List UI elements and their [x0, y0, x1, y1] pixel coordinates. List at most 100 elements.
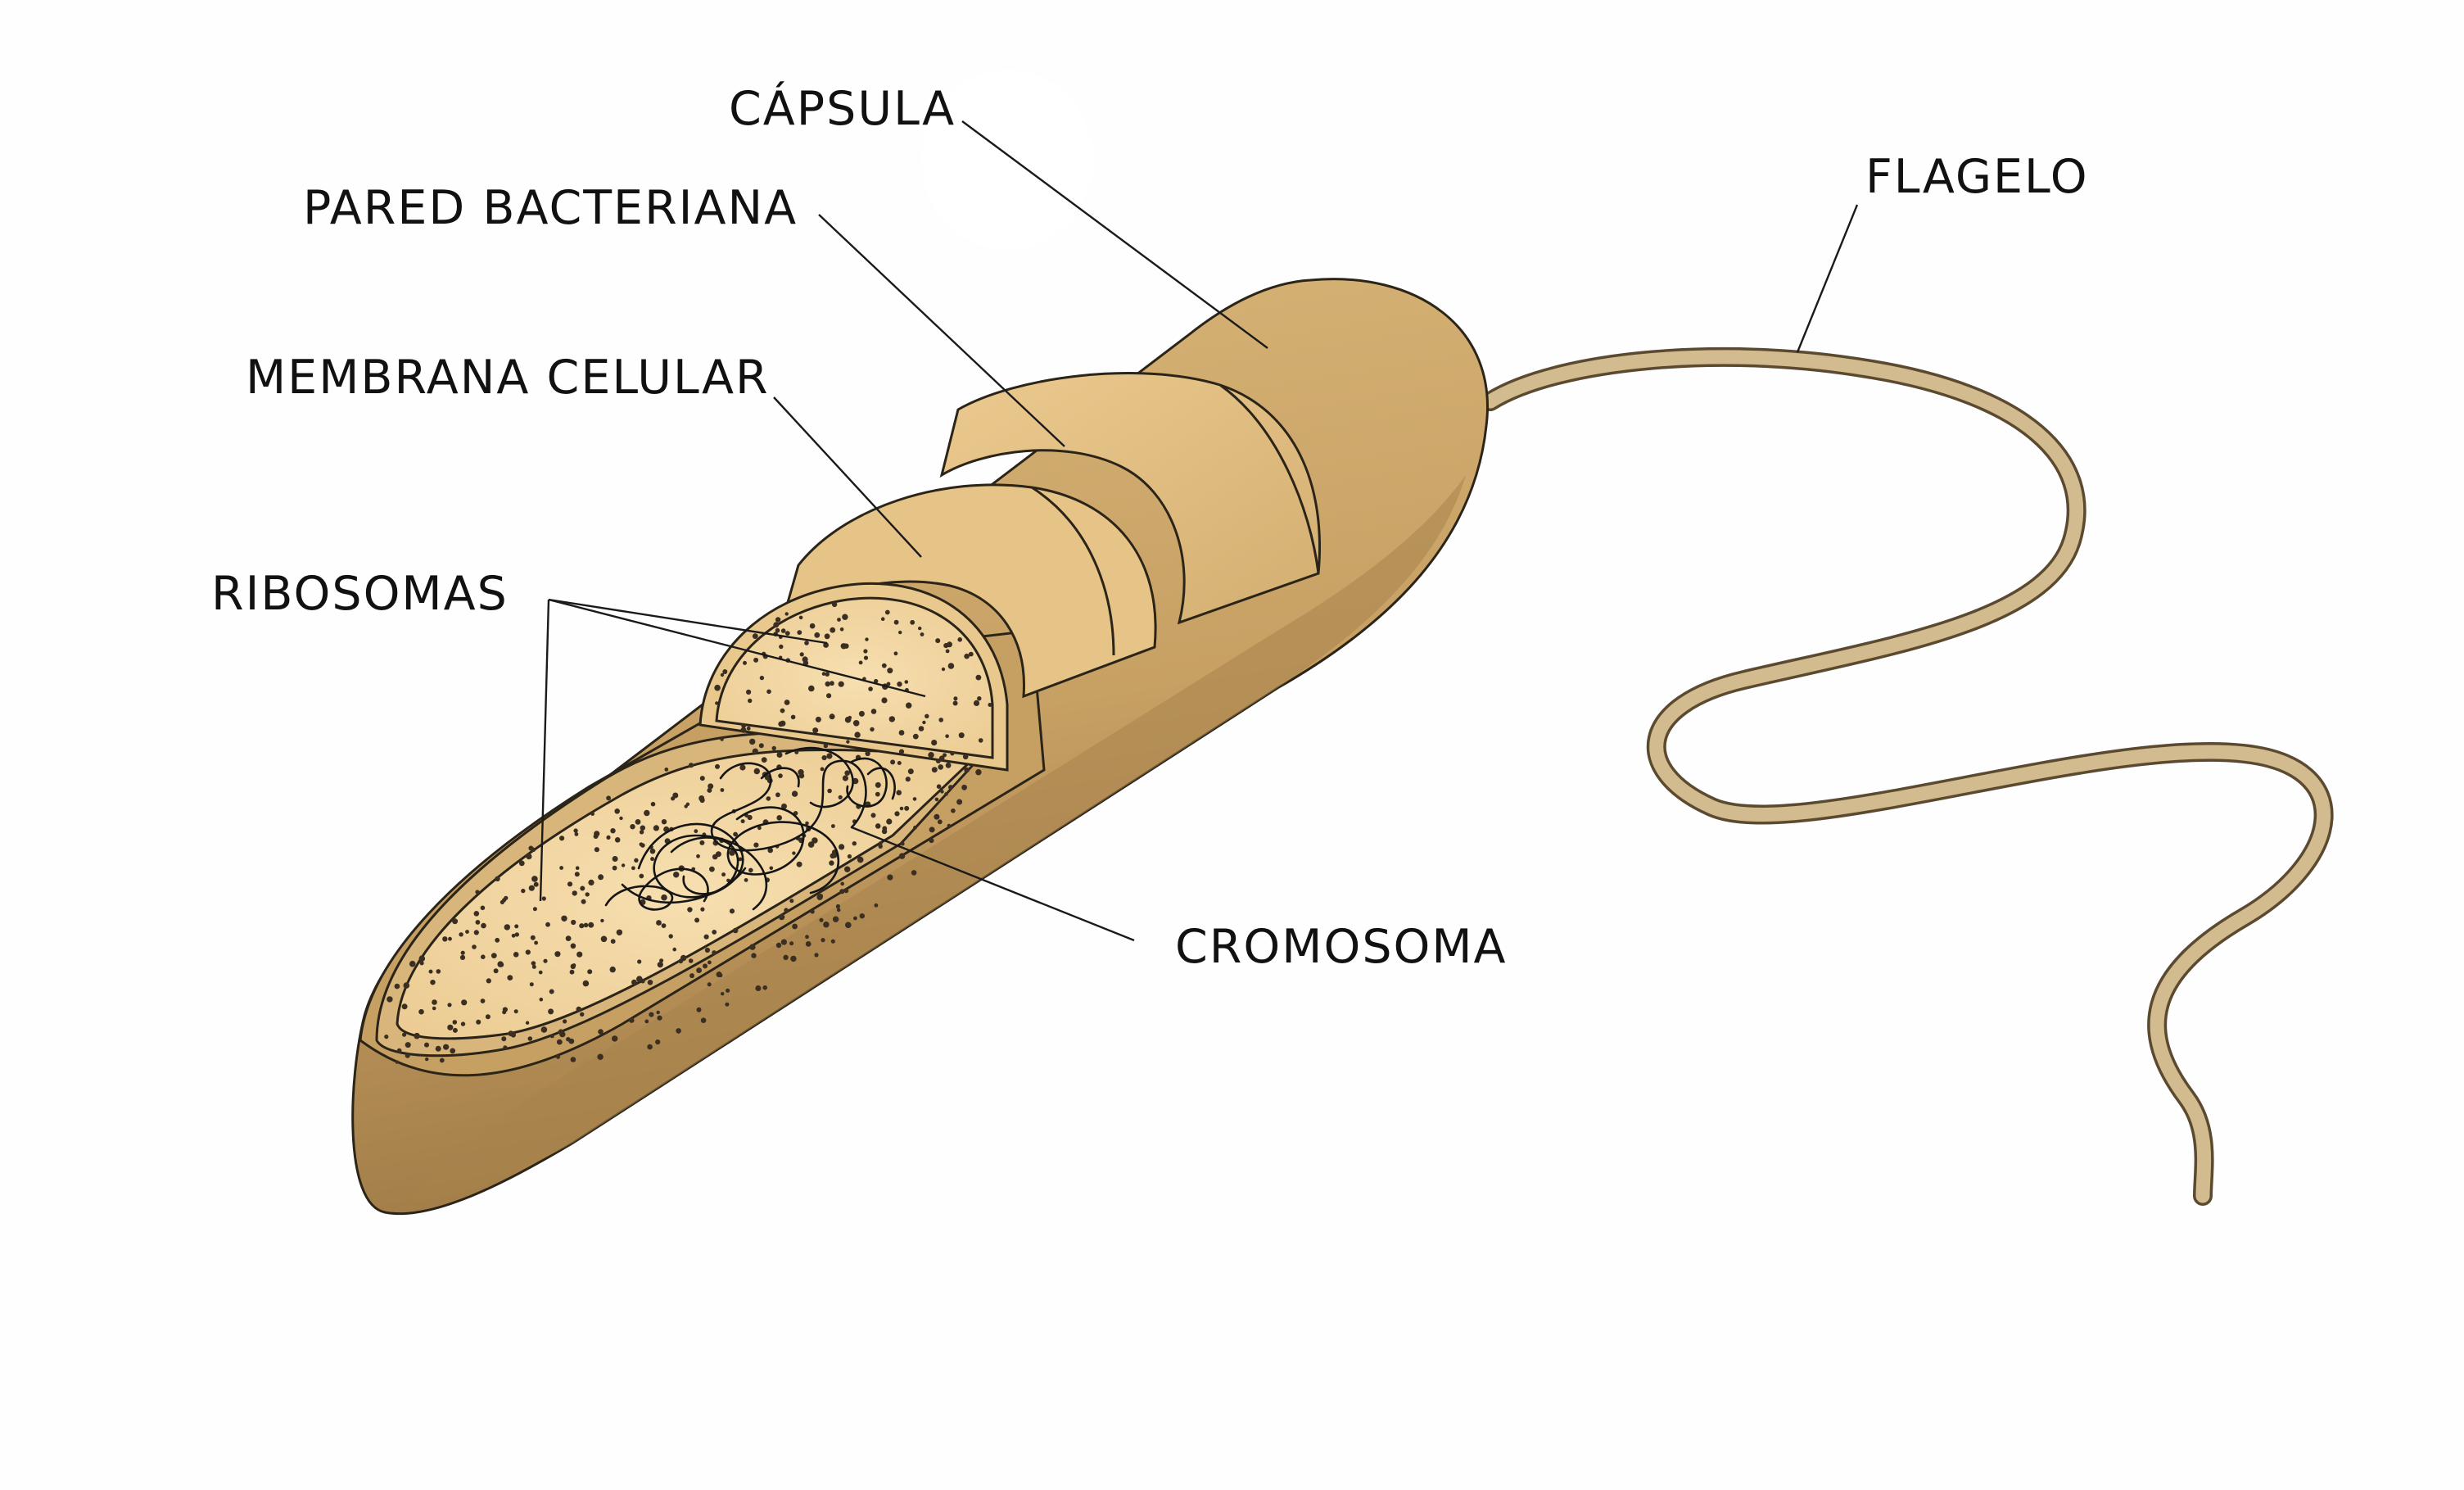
ribosome-dot: [403, 982, 410, 989]
ribosome-dot: [838, 681, 844, 687]
ribosome-dot: [576, 951, 583, 958]
ribosome-dot: [439, 1057, 445, 1063]
ribosome-dot: [875, 781, 881, 788]
ribosome-dot: [481, 954, 486, 959]
ribosome-dot: [559, 1030, 566, 1038]
ribosome-dot: [818, 894, 824, 899]
ribosome-dot: [823, 642, 829, 648]
ribosome-dot: [962, 754, 969, 760]
ribosome-dot: [977, 696, 982, 701]
ribosome-dot: [805, 821, 809, 826]
ribosome-dot: [911, 870, 917, 876]
ribosome-dot: [708, 960, 712, 965]
ribosome-dot: [473, 911, 480, 917]
ribosome-dot: [559, 836, 565, 841]
ribosome-dot: [780, 720, 786, 727]
ribosome-dot: [794, 750, 799, 754]
ribosome-dot: [858, 710, 865, 717]
leader-flagelo: [1796, 204, 1859, 353]
ribosome-dot: [761, 757, 767, 763]
ribosome-dot: [739, 764, 746, 771]
ribosome-dot: [893, 651, 898, 656]
ribosome-dot: [854, 731, 861, 738]
ribosome-dot: [574, 832, 579, 836]
ribosome-dot: [656, 920, 662, 926]
ribosome-dot: [842, 614, 848, 620]
ribosome-dot: [659, 958, 664, 963]
ribosome-dot: [661, 923, 667, 928]
ribosome-dot: [842, 775, 848, 781]
ribosome-dot: [827, 788, 832, 794]
ribosome-dot: [475, 890, 480, 894]
ribosome-dot: [533, 881, 539, 887]
ribosome-dot: [729, 849, 735, 856]
ribosome-dot: [759, 675, 765, 681]
ribosome-dot: [964, 653, 970, 659]
ribosome-dot: [668, 934, 673, 939]
ribosome-dot: [821, 938, 825, 943]
ribosome-dot: [545, 922, 550, 927]
ribosome-dot: [612, 856, 618, 862]
ribosome-dot: [975, 674, 982, 681]
ribosome-dot: [639, 830, 644, 835]
ribosome-dot: [859, 913, 866, 919]
ribosome-dot: [476, 1019, 481, 1025]
ribosome-dot: [829, 860, 834, 866]
ribosome-dot: [821, 755, 827, 761]
ribosome-dot: [387, 996, 393, 1003]
ribosome-dot: [644, 1019, 649, 1024]
ribosome-dot: [743, 660, 747, 665]
ribosome-dot: [709, 866, 715, 872]
ribosome-dot: [831, 824, 835, 828]
ribosome-dot: [875, 791, 880, 797]
ribosome-dot: [699, 840, 705, 845]
ribosome-dot: [805, 935, 809, 940]
ribosome-dot: [570, 943, 576, 949]
ribosome-dot: [783, 954, 789, 961]
ribosome-dot: [776, 815, 782, 821]
ribosome-dot: [740, 819, 745, 824]
ribosome-dot: [639, 842, 644, 847]
ribosome-dot: [812, 837, 818, 844]
ribosome-dot: [649, 848, 656, 854]
ribosome-dot: [556, 1054, 560, 1059]
ribosome-dot: [823, 743, 828, 749]
ribosome-dot: [749, 944, 756, 950]
ribosome-dot: [938, 718, 943, 722]
ribosome-dot: [904, 805, 910, 811]
ribosome-dot: [881, 828, 888, 835]
ribosome-dot: [534, 940, 538, 945]
ribosome-dot: [935, 638, 941, 644]
ribosome-dot: [929, 827, 935, 833]
ribosome-dot: [491, 953, 497, 958]
ribosome-dot: [585, 892, 590, 897]
ribosome-dot: [541, 896, 546, 901]
ribosome-dot: [594, 847, 600, 853]
ribosome-dot: [513, 952, 519, 958]
ribosome-dot: [852, 841, 857, 846]
ribosome-dot: [863, 649, 868, 654]
ribosome-dot: [920, 632, 925, 636]
ribosome-dot: [525, 949, 531, 955]
ribosome-dot: [619, 816, 623, 821]
ribosome-dot: [835, 904, 840, 909]
ribosome-dot: [825, 681, 830, 687]
ribosome-dot: [499, 962, 504, 967]
ribosome-dot: [720, 673, 725, 677]
highlight-blob: [921, 70, 1093, 250]
ribosome-dot: [580, 885, 585, 891]
ribosome-dot: [661, 819, 667, 825]
ribosome-dot: [548, 1008, 554, 1015]
ribosome-dot: [721, 992, 725, 996]
ribosome-dot: [700, 1017, 707, 1023]
ribosome-dot: [635, 819, 641, 825]
ribosome-dot: [898, 749, 905, 754]
ribosome-dot: [906, 702, 912, 709]
ribosome-dot: [598, 1029, 604, 1035]
leader-capsula: [961, 120, 1268, 349]
ribosome-dot: [699, 797, 705, 804]
ribosome-dot: [447, 1003, 452, 1008]
ribosome-dot: [531, 964, 536, 969]
ribosome-dot: [938, 755, 945, 761]
ribosome-dot: [570, 963, 576, 970]
